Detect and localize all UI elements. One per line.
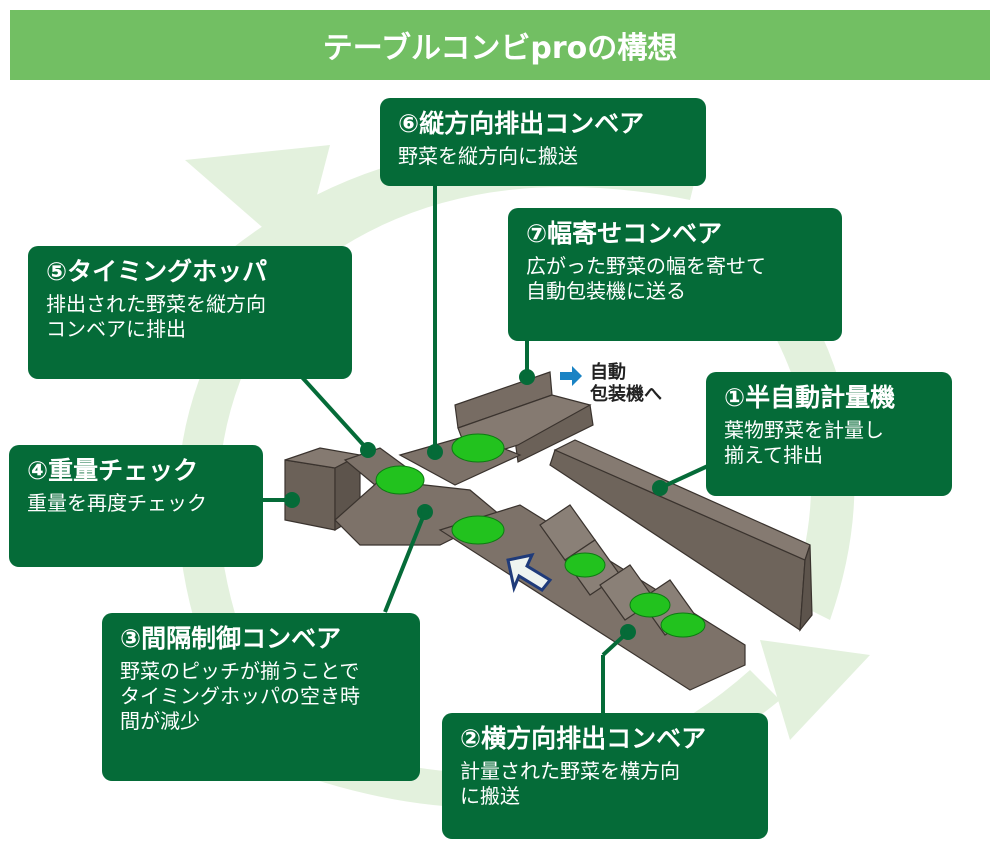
title-bar: テーブルコンビproの構想 — [10, 10, 990, 80]
step-2-description: 計量された野菜を横方向 に搬送 — [460, 759, 680, 808]
step-7-heading: ⑦幅寄せコンベア — [526, 219, 723, 248]
step-4-description: 重量を再度チェック — [27, 491, 207, 515]
step-2-box: ②横方向排出コンベア 計量された野菜を横方向 に搬送 — [442, 713, 768, 839]
weigher-end — [799, 544, 813, 632]
step-3-description: 野菜のピッチが揃うことで タイミングホッパの空き時 間が減少 — [120, 659, 360, 733]
vegetable-bunch — [564, 552, 606, 578]
step-7-box: ⑦幅寄せコンベア 広がった野菜の幅を寄せて 自動包装機に送る — [508, 208, 842, 341]
step-5-heading: ⑤タイミングホッパ — [46, 257, 268, 286]
vegetable-bunch — [629, 592, 671, 618]
vegetable-bunches — [375, 433, 706, 638]
cycle-arrow-head-right — [760, 640, 870, 740]
vegetable-bunch — [451, 433, 505, 463]
step-6-description: 野菜を縦方向に搬送 — [398, 144, 578, 168]
step-3-box: ③間隔制御コンベア 野菜のピッチが揃うことで タイミングホッパの空き時 間が減少 — [102, 613, 420, 781]
vegetable-bunch — [660, 612, 706, 638]
step-4-heading: ④重量チェック — [27, 456, 199, 485]
step-2-heading: ②横方向排出コンベア — [460, 724, 707, 753]
cycle-arrow-segment-right — [740, 250, 855, 620]
step-6-box: ⑥縦方向排出コンベア 野菜を縦方向に搬送 — [380, 98, 706, 186]
page-title: テーブルコンビproの構想 — [322, 31, 678, 66]
step-4-box: ④重量チェック 重量を再度チェック — [9, 445, 263, 567]
step-1-box: ①半自動計量機 葉物野菜を計量し 揃えて排出 — [706, 372, 952, 496]
vegetable-bunch — [451, 515, 505, 545]
step-1-description: 葉物野菜を計量し 揃えて排出 — [724, 418, 884, 467]
horizontal-conveyor — [438, 504, 746, 691]
step-6-heading: ⑥縦方向排出コンベア — [398, 109, 645, 138]
step-1-heading: ①半自動計量機 — [724, 383, 896, 412]
callout-lines — [262, 185, 711, 715]
vegetable-bunch — [375, 465, 425, 495]
step-3-heading: ③間隔制御コンベア — [120, 624, 342, 653]
step-7-description: 広がった野菜の幅を寄せて 自動包装機に送る — [526, 254, 766, 303]
flow-direction-arrow — [506, 552, 553, 594]
right-arrow-icon — [560, 366, 582, 386]
cycle-arrow-head-top — [185, 145, 330, 260]
step-5-box: ⑤タイミングホッパ 排出された野菜を縦方向 コンベアに排出 — [28, 246, 352, 379]
export-note: 自動 包装機へ — [590, 362, 662, 405]
step-5-description: 排出された野菜を縦方向 コンベアに排出 — [46, 292, 266, 341]
